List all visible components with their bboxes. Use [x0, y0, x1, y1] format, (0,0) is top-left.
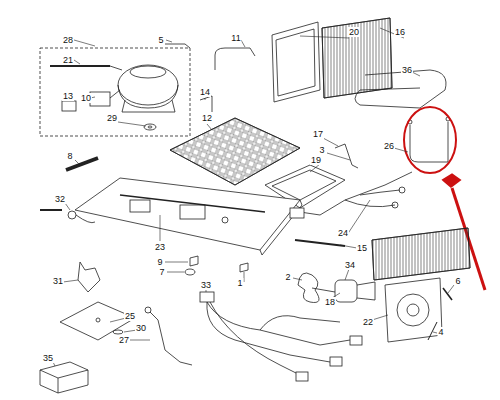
callout-number: 29 [106, 113, 118, 123]
callout-number: 20 [348, 27, 360, 37]
callout-number: 3 [318, 145, 325, 155]
callout-number: 23 [154, 242, 166, 252]
callout-number: 4 [437, 327, 444, 337]
callout-number: 26 [383, 141, 395, 151]
callout-number: 33 [200, 280, 212, 290]
callout-number: 9 [156, 257, 163, 267]
callout-number: 35 [42, 353, 54, 363]
callout-number: 30 [135, 323, 147, 333]
callout-number: 28 [62, 35, 74, 45]
callout-number: 7 [158, 267, 165, 277]
callout-number: 18 [324, 297, 336, 307]
callout-number: 6 [454, 276, 461, 286]
callout-number: 24 [337, 228, 349, 238]
callout-number: 14 [199, 87, 211, 97]
callout-number: 2 [284, 272, 291, 282]
callout-number: 12 [201, 113, 213, 123]
callout-number: 32 [54, 194, 66, 204]
callout-number: 21 [62, 55, 74, 65]
callout-number: 19 [310, 155, 322, 165]
callout-number: 13 [62, 91, 74, 101]
callout-number: 25 [124, 311, 136, 321]
callout-number: 27 [118, 335, 130, 345]
callout-number: 8 [66, 151, 73, 161]
callout-number: 22 [362, 317, 374, 327]
callout-number: 34 [344, 260, 356, 270]
callout-number: 11 [230, 33, 241, 43]
callout-number: 31 [52, 276, 64, 286]
callout-number: 1 [236, 278, 243, 288]
callout-number: 17 [312, 129, 324, 139]
callout-number: 10 [80, 93, 92, 103]
callout-number: 16 [394, 27, 406, 37]
callout-number: 36 [401, 65, 413, 75]
callout-number: 15 [356, 243, 368, 253]
callout-number: 5 [157, 35, 164, 45]
